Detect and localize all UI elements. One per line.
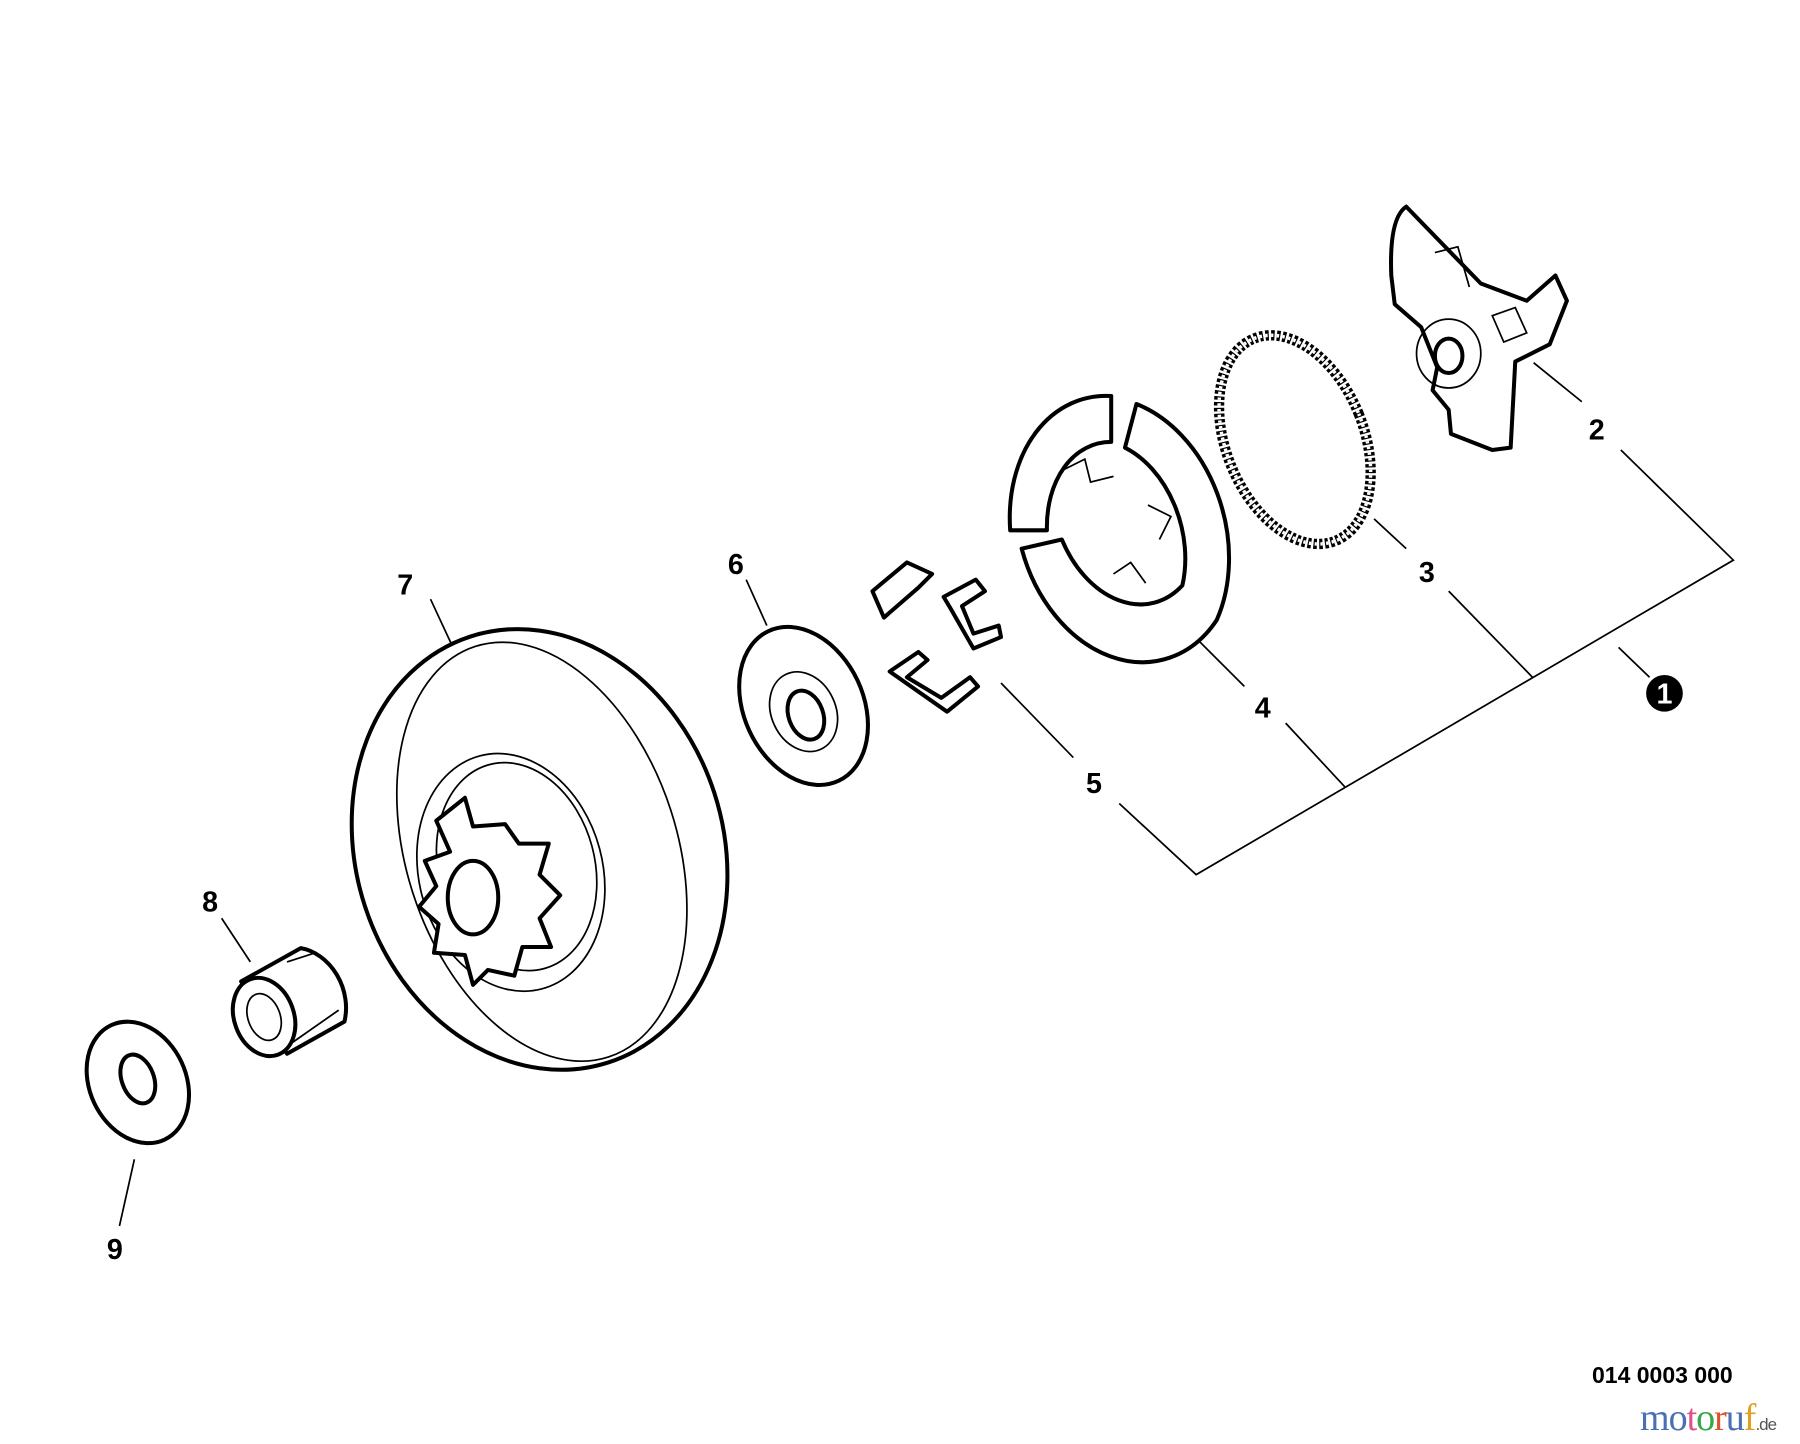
watermark-letter: m — [1640, 1397, 1670, 1439]
watermark-letter: t — [1686, 1397, 1698, 1439]
callout-6: 6 — [728, 549, 744, 581]
watermark-suffix: .de — [1755, 1415, 1777, 1434]
callout-8: 8 — [202, 886, 218, 918]
watermark-letter: r — [1714, 1397, 1727, 1439]
callout-7: 7 — [397, 570, 413, 602]
washer-6 — [737, 624, 870, 787]
washer-9 — [84, 1019, 192, 1146]
watermark-logo: motoruf.de — [1640, 1396, 1777, 1440]
clutch-clips — [870, 560, 1004, 714]
drawing-number: 014 0003 000 — [1592, 1362, 1733, 1388]
watermark-letter: u — [1725, 1397, 1745, 1439]
callout-1-badge — [1646, 674, 1683, 712]
callout-9: 9 — [107, 1234, 123, 1266]
watermark-letter: f — [1743, 1397, 1757, 1439]
clutch-hub — [1389, 204, 1569, 452]
clutch-drum — [349, 627, 730, 1072]
leader-lines — [118, 362, 1735, 1227]
clutch-shoes — [1007, 393, 1232, 665]
callout-1: 1 — [1656, 679, 1672, 711]
callout-5: 5 — [1086, 768, 1102, 800]
garter-spring — [1213, 330, 1376, 550]
callout-2: 2 — [1589, 415, 1605, 447]
needle-bearing — [230, 946, 349, 1059]
callout-4: 4 — [1255, 692, 1271, 724]
callout-3: 3 — [1419, 557, 1435, 589]
watermark-letter: o — [1696, 1397, 1715, 1439]
watermark-letter: o — [1668, 1397, 1688, 1439]
callout-labels: 1 2 3 4 5 6 7 8 9 — [107, 415, 1683, 1266]
